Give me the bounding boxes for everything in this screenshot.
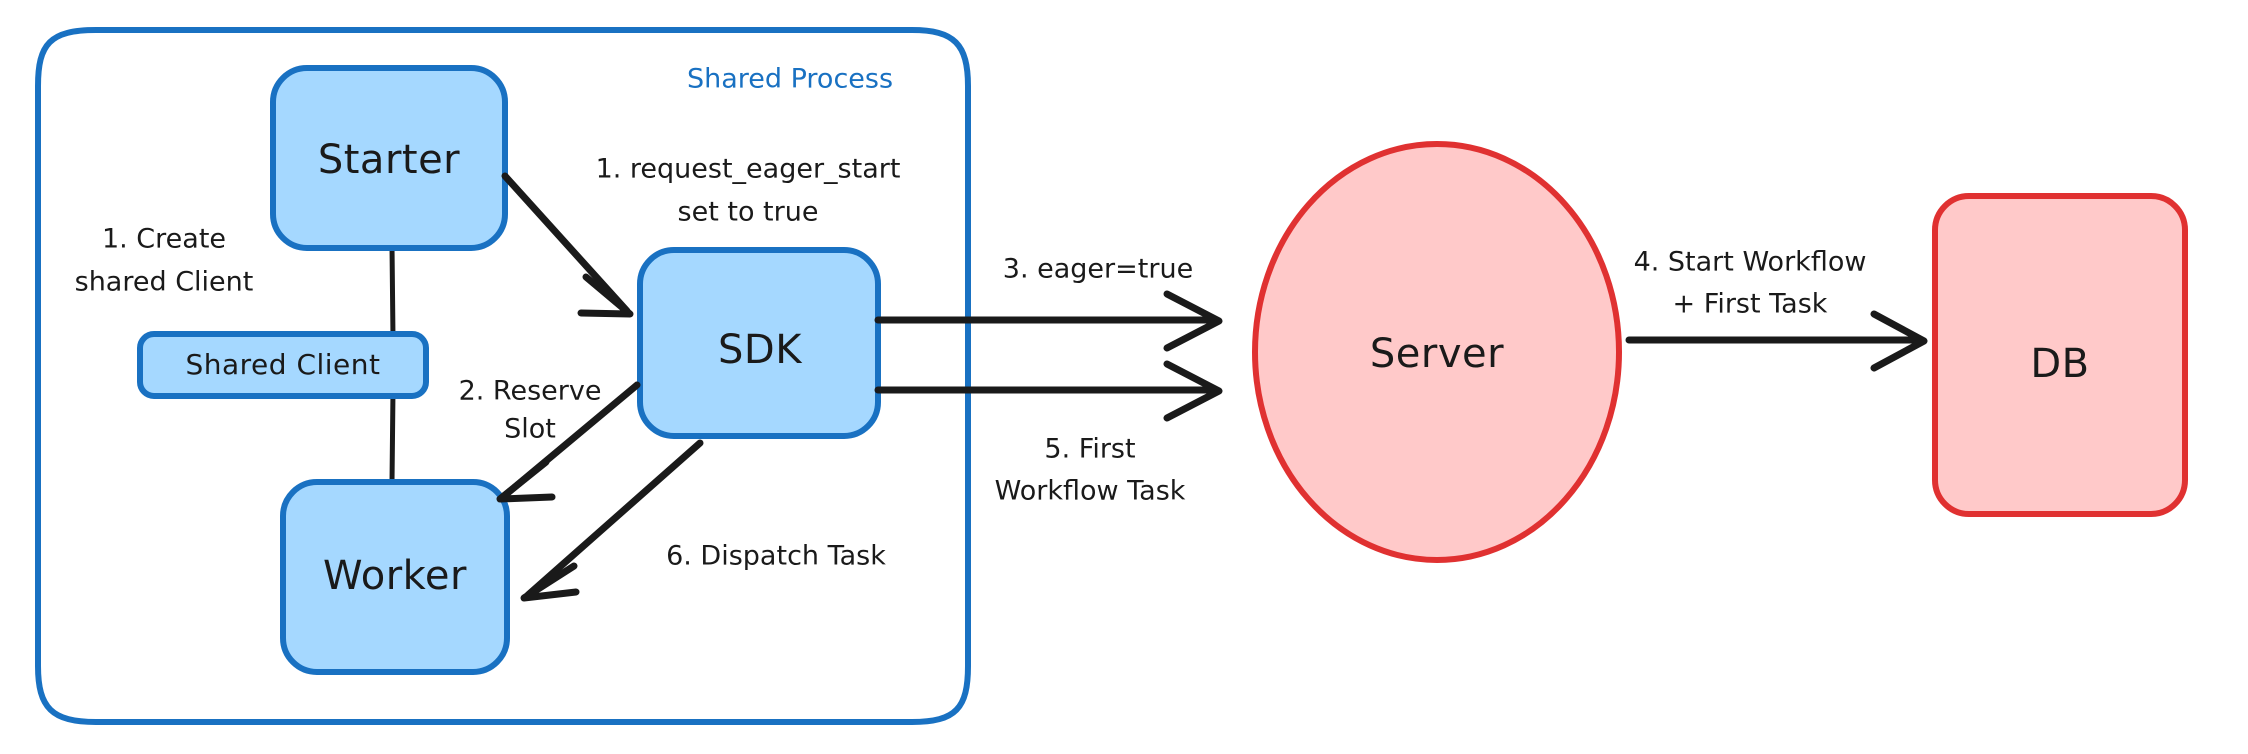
edge-label-reserve-slot-line2: Slot	[504, 414, 556, 445]
edge-label-start-workflow-line2: + First Task	[1673, 289, 1828, 320]
node-sdk-shape	[637, 247, 881, 439]
node-worker-label: Worker	[323, 553, 467, 599]
node-sdk-label: SDK	[718, 327, 803, 373]
edge-label-first-workflow-task-line2: Workflow Task	[995, 476, 1186, 507]
node-server-shape	[1252, 141, 1622, 563]
node-server-label: Server	[1370, 331, 1504, 377]
node-db-shape	[1932, 193, 2188, 517]
node-server[interactable]: Server	[1252, 141, 1622, 563]
edge-eager-true-arrowhead	[1163, 290, 1223, 352]
group-label-shared-process: Shared Process	[687, 64, 893, 95]
connector-sharedclient-worker	[389, 387, 396, 485]
shared-process-border	[35, 27, 971, 725]
node-shared-client[interactable]: Shared Client	[137, 331, 429, 399]
edge-label-dispatch-task: 6. Dispatch Task	[666, 541, 886, 572]
edge-sdk-to-worker-reserve-slot[interactable]: 2. Reserve Slot	[459, 376, 641, 503]
edge-label-create-shared-client-line2: shared Client	[75, 267, 254, 298]
edge-sdk-to-worker-dispatch-task[interactable]: 6. Dispatch Task	[520, 439, 886, 602]
edge-label-first-workflow-task-line1: 5. First	[1044, 434, 1135, 465]
edge-start-workflow-arrowhead	[1870, 310, 1928, 372]
edge-dispatch-task-line	[524, 439, 704, 599]
edge-label-create-shared-client-line1: 1. Create	[102, 224, 226, 255]
node-worker[interactable]: Worker	[280, 479, 510, 675]
edge-server-to-db[interactable]: 4. Start Workflow + First Task	[1625, 247, 1928, 372]
edge-starter-to-sdk[interactable]: 1. request_eager_start set to true	[501, 154, 901, 318]
node-starter-shape	[270, 65, 508, 251]
node-starter-label: Starter	[318, 137, 460, 183]
edge-sdk-to-server-eager-true[interactable]: 3. eager=true	[874, 254, 1223, 352]
node-worker-shape	[280, 479, 510, 675]
edge-starter-to-sdk-arrowhead	[577, 273, 634, 318]
edge-label-request-eager-start-line2: set to true	[678, 197, 819, 228]
edge-label-reserve-slot-line1: 2. Reserve	[459, 376, 602, 407]
edge-create-shared-client[interactable]: 1. Create shared Client	[75, 224, 254, 298]
edge-dispatch-task-arrowhead	[520, 562, 580, 602]
edge-sdk-to-server-first-workflow-task[interactable]: 5. First Workflow Task	[874, 360, 1223, 507]
connector-starter-sharedclient	[389, 243, 396, 341]
node-sdk[interactable]: SDK	[637, 247, 881, 439]
edge-reserve-slot-arrowhead	[496, 458, 556, 503]
node-shared-client-label: Shared Client	[185, 348, 380, 381]
edge-first-workflow-task-arrowhead	[1163, 360, 1223, 422]
edge-starter-to-sdk-line	[501, 172, 631, 315]
node-shared-client-shape	[137, 331, 429, 399]
node-db-label: DB	[2030, 341, 2089, 387]
group-shared-process[interactable]: Shared Process	[35, 27, 971, 725]
node-starter[interactable]: Starter	[270, 65, 508, 251]
edge-label-eager-true: 3. eager=true	[1003, 254, 1193, 285]
edge-label-request-eager-start-line1: 1. request_eager_start	[596, 154, 901, 185]
node-db[interactable]: DB	[1932, 193, 2188, 517]
edge-label-start-workflow-line1: 4. Start Workflow	[1634, 247, 1867, 278]
